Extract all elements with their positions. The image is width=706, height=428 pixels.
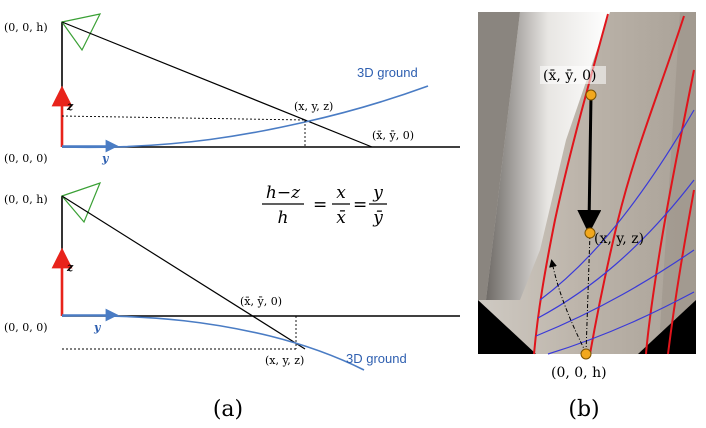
- frac2-numerator: x: [336, 183, 346, 203]
- ground-label-bottom: 3D ground: [346, 351, 407, 366]
- panel-a-bottom: (0, 0, h) (0, 0, 0) z y 3D ground (x, y,…: [4, 182, 460, 371]
- bottom-point-marker: [580, 348, 592, 360]
- camera-icon: [60, 13, 102, 52]
- ground-curve-bottom: [61, 314, 365, 371]
- grid-curve: [539, 109, 695, 301]
- lane-line: [645, 69, 695, 355]
- projected-point-label-top: (x̄, ȳ, 0): [372, 129, 414, 142]
- panel-b-bev-image: (x̄, ȳ, 0) (x, y, z) (0, 0, h): [478, 12, 696, 381]
- grid-curve: [537, 179, 695, 319]
- projection-ray-top: [61, 21, 373, 148]
- mid-point-marker: [584, 227, 596, 239]
- right-road-shade: [660, 12, 696, 340]
- surface-point-label-bottom: (x, y, z): [265, 354, 304, 367]
- camera-label-bottom: (0, 0, h): [4, 193, 48, 206]
- y-axis-label-top: y: [101, 152, 110, 165]
- grid-curve: [547, 291, 695, 355]
- sight-line: [585, 232, 591, 354]
- panel-a-top: (0, 0, h) (0, 0, 0) z y 3D ground (x, y,…: [4, 13, 460, 165]
- bottom-right-mask: [638, 300, 696, 354]
- origin-label-top: (0, 0, 0): [4, 152, 48, 165]
- frac2-denominator: x̄: [336, 208, 346, 228]
- height-guide-top: [61, 115, 306, 121]
- caption-b: (b): [568, 397, 599, 422]
- z-axis-label-bottom: z: [66, 261, 74, 274]
- top-point-label: (x̄, ȳ, 0): [543, 68, 596, 84]
- displacement-arrow: [577, 95, 602, 234]
- origin-label-bottom: (0, 0, 0): [4, 321, 48, 334]
- lane-line: [589, 15, 685, 355]
- ground-label-top: 3D ground: [357, 65, 418, 80]
- z-axis-label-top: z: [66, 100, 74, 113]
- camera-label-top: (0, 0, h): [4, 21, 48, 34]
- ground-curve-top: [61, 85, 429, 149]
- grid-curve: [535, 249, 695, 337]
- left-wall: [478, 12, 520, 300]
- equals-2: =: [353, 195, 367, 215]
- bottom-left-mask: [478, 300, 536, 354]
- caption-a: (a): [213, 397, 243, 422]
- surface-point-label-top: (x, y, z): [294, 100, 333, 113]
- lane-line: [667, 189, 695, 355]
- camera-icon: [60, 182, 102, 224]
- mid-point-label: (x, y, z): [594, 231, 644, 247]
- top-point-label-bg: [540, 66, 606, 84]
- frac1-numerator: h−z: [266, 183, 301, 203]
- equals-1: =: [313, 195, 327, 215]
- frac1-denominator: h: [278, 208, 289, 228]
- projected-point-label-bottom: (x̄, ȳ, 0): [240, 295, 282, 308]
- projection-ray-bottom: [61, 195, 306, 350]
- bottom-point-label: (0, 0, h): [551, 365, 607, 381]
- frac3-denominator: ȳ: [372, 208, 383, 228]
- top-point-marker: [585, 89, 597, 101]
- similar-triangles-equation: h−z h = x x̄ = y ȳ: [262, 183, 387, 228]
- frac3-numerator: y: [372, 183, 383, 203]
- y-axis-label-bottom: y: [93, 321, 102, 334]
